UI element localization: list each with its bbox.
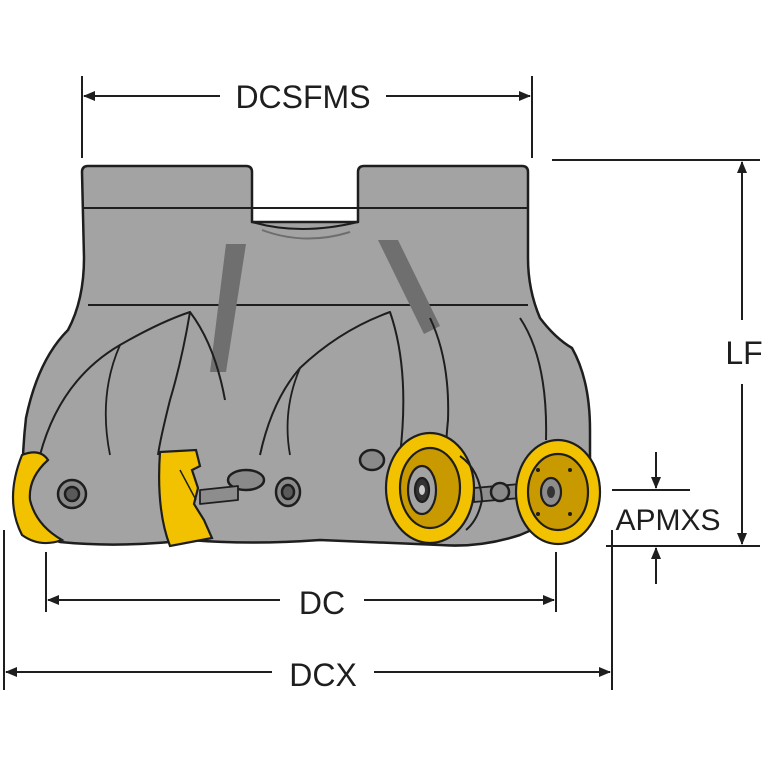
screw-recess-1-inner bbox=[63, 485, 81, 503]
cutter-body bbox=[21, 164, 592, 547]
label-dcsfms: DCSFMS bbox=[235, 79, 370, 115]
flute-line-5 bbox=[519, 317, 548, 441]
keyway-shadow bbox=[261, 229, 351, 240]
coolant-channel-left bbox=[210, 244, 246, 372]
insert-side-view bbox=[158, 448, 214, 548]
flute-line-1 bbox=[39, 311, 191, 456]
screw-recess-2-inner bbox=[280, 483, 296, 501]
flute-line-3 bbox=[259, 311, 405, 456]
inserts bbox=[11, 431, 602, 548]
flute-line-7 bbox=[286, 367, 301, 456]
screw-recess-3 bbox=[226, 468, 266, 492]
label-apmxs: APMXS bbox=[615, 504, 720, 537]
label-dc: DC bbox=[299, 585, 345, 621]
insert-side-detail bbox=[179, 469, 197, 501]
flute-line-6 bbox=[104, 344, 121, 456]
dimensions bbox=[3, 76, 760, 690]
insert-round-front bbox=[384, 431, 484, 545]
keyway-curve bbox=[251, 221, 359, 230]
clamp-screw-2 bbox=[489, 481, 511, 503]
clamp-bar-1 bbox=[199, 485, 239, 505]
label-lf: LF bbox=[725, 335, 762, 371]
screw-recess-4 bbox=[358, 448, 386, 472]
dimension-labels: DCSFMS LF APMXS DC DCX bbox=[235, 79, 762, 693]
flute-line-2 bbox=[189, 311, 226, 401]
insert-round-right bbox=[514, 438, 602, 546]
label-dcx: DCX bbox=[289, 657, 357, 693]
coolant-channel-right bbox=[378, 240, 440, 334]
insert-left-edge bbox=[11, 451, 65, 545]
